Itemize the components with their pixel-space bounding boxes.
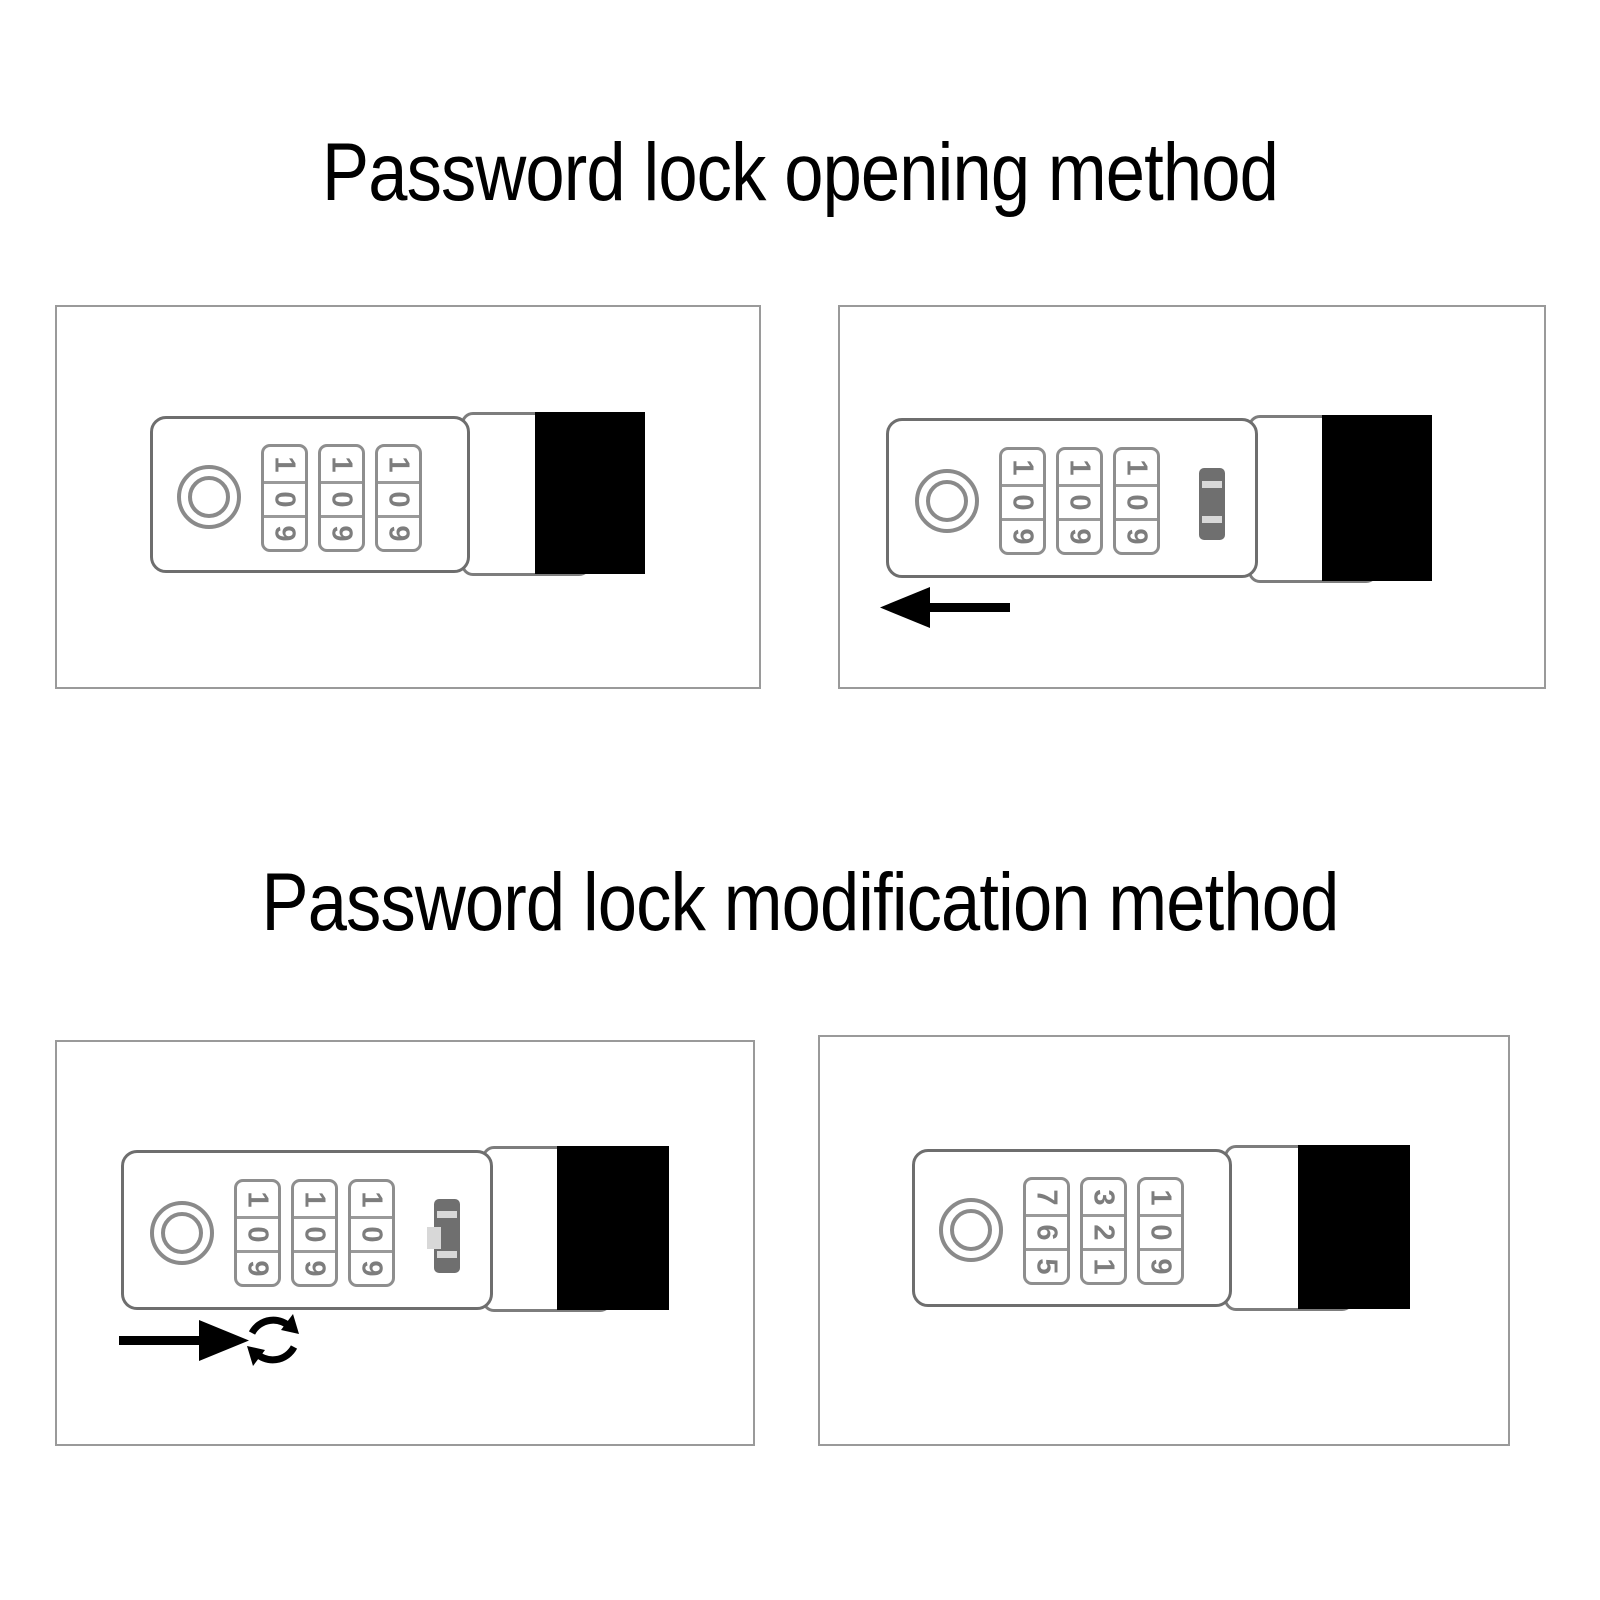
keyhole-icon	[150, 1201, 214, 1265]
dial-2[interactable]: 1 0 9	[1056, 447, 1103, 555]
dial-digit: 0	[264, 481, 305, 515]
panel-modify-step-2: 7 6 5 3 2 1 1 0 9	[818, 1035, 1510, 1446]
arrow-right-icon	[119, 1320, 249, 1361]
dial-digit: 1	[355, 1190, 388, 1208]
dial-2[interactable]: 1 0 9	[291, 1179, 338, 1287]
dial-digit: 1	[325, 455, 358, 473]
dial-digit: 9	[378, 515, 419, 549]
arrow-left-icon	[880, 587, 1010, 628]
keyhole-icon	[915, 469, 979, 533]
slider-button[interactable]	[427, 1199, 460, 1273]
dial-digit: 9	[294, 1250, 335, 1284]
slider-notch	[427, 1227, 441, 1249]
dial-3[interactable]: 1 0 9	[1113, 447, 1160, 555]
dial-digit: 9	[1140, 1248, 1181, 1282]
shackle-black-block	[1322, 415, 1432, 581]
shackle-black-block	[1298, 1145, 1410, 1309]
dial-digit: 1	[1006, 458, 1039, 476]
dial-digit: 1	[298, 1190, 331, 1208]
slider-button[interactable]	[1199, 468, 1225, 540]
dial-3[interactable]: 1 0 9	[348, 1179, 395, 1287]
dial-3[interactable]: 1 0 9	[375, 444, 422, 552]
dial-1[interactable]: 7 6 5	[1023, 1177, 1070, 1285]
slider-ridge	[1202, 516, 1222, 523]
dial-digit: 0	[351, 1216, 392, 1250]
dial-1[interactable]: 1 0 9	[999, 447, 1046, 555]
dial-digit: 1	[382, 455, 415, 473]
slider-ridge	[437, 1211, 457, 1218]
dial-digit: 0	[1059, 484, 1100, 518]
dial-digit: 9	[1116, 518, 1157, 552]
dial-digit: 1	[241, 1190, 274, 1208]
shackle-black-block	[535, 412, 645, 574]
dial-digit: 1	[268, 455, 301, 473]
dial-digit: 7	[1030, 1188, 1063, 1206]
dial-1[interactable]: 1 0 9	[261, 444, 308, 552]
dial-digit: 9	[237, 1250, 278, 1284]
keyhole-icon	[939, 1198, 1003, 1262]
dial-digit: 6	[1026, 1214, 1067, 1248]
dial-digit: 0	[1116, 484, 1157, 518]
lock-body: 1 0 9 1 0 9 1 0 9	[150, 416, 470, 573]
panel-open-step-1: 1 0 9 1 0 9 1 0 9	[55, 305, 761, 689]
dial-digit: 1	[1083, 1248, 1124, 1282]
dial-digit: 0	[1002, 484, 1043, 518]
dial-digit: 0	[294, 1216, 335, 1250]
dial-digit: 1	[1063, 458, 1096, 476]
lock-body: 7 6 5 3 2 1 1 0 9	[912, 1149, 1232, 1307]
dial-digit: 9	[1059, 518, 1100, 552]
section-title-modification: Password lock modification method	[261, 857, 1340, 948]
lock-body: 1 0 9 1 0 9 1 0 9	[886, 418, 1258, 578]
dial-digit: 9	[321, 515, 362, 549]
dial-digit: 9	[264, 515, 305, 549]
shackle-black-block	[557, 1146, 669, 1310]
dial-digit: 1	[1120, 458, 1153, 476]
panel-open-step-2: 1 0 9 1 0 9 1 0 9	[838, 305, 1546, 689]
dial-digit: 9	[351, 1250, 392, 1284]
section-title-opening: Password lock opening method	[322, 127, 1279, 218]
lock-body: 1 0 9 1 0 9 1 0 9	[121, 1150, 493, 1310]
panel-modify-step-1: 1 0 9 1 0 9 1 0 9	[55, 1040, 755, 1446]
dial-digit: 2	[1083, 1214, 1124, 1248]
slider-ridge	[1202, 481, 1222, 488]
dial-digit: 5	[1026, 1248, 1067, 1282]
dial-1[interactable]: 1 0 9	[234, 1179, 281, 1287]
dial-2[interactable]: 3 2 1	[1080, 1177, 1127, 1285]
dial-3[interactable]: 1 0 9	[1137, 1177, 1184, 1285]
dial-digit: 0	[321, 481, 362, 515]
keyhole-icon	[177, 465, 241, 529]
dial-2[interactable]: 1 0 9	[318, 444, 365, 552]
rotate-ccw-icon	[247, 1314, 299, 1366]
dial-digit: 3	[1087, 1188, 1120, 1206]
dial-digit: 0	[237, 1216, 278, 1250]
dial-digit: 9	[1002, 518, 1043, 552]
slider-ridge	[437, 1251, 457, 1258]
dial-digit: 1	[1144, 1188, 1177, 1206]
dial-digit: 0	[1140, 1214, 1181, 1248]
dial-digit: 0	[378, 481, 419, 515]
